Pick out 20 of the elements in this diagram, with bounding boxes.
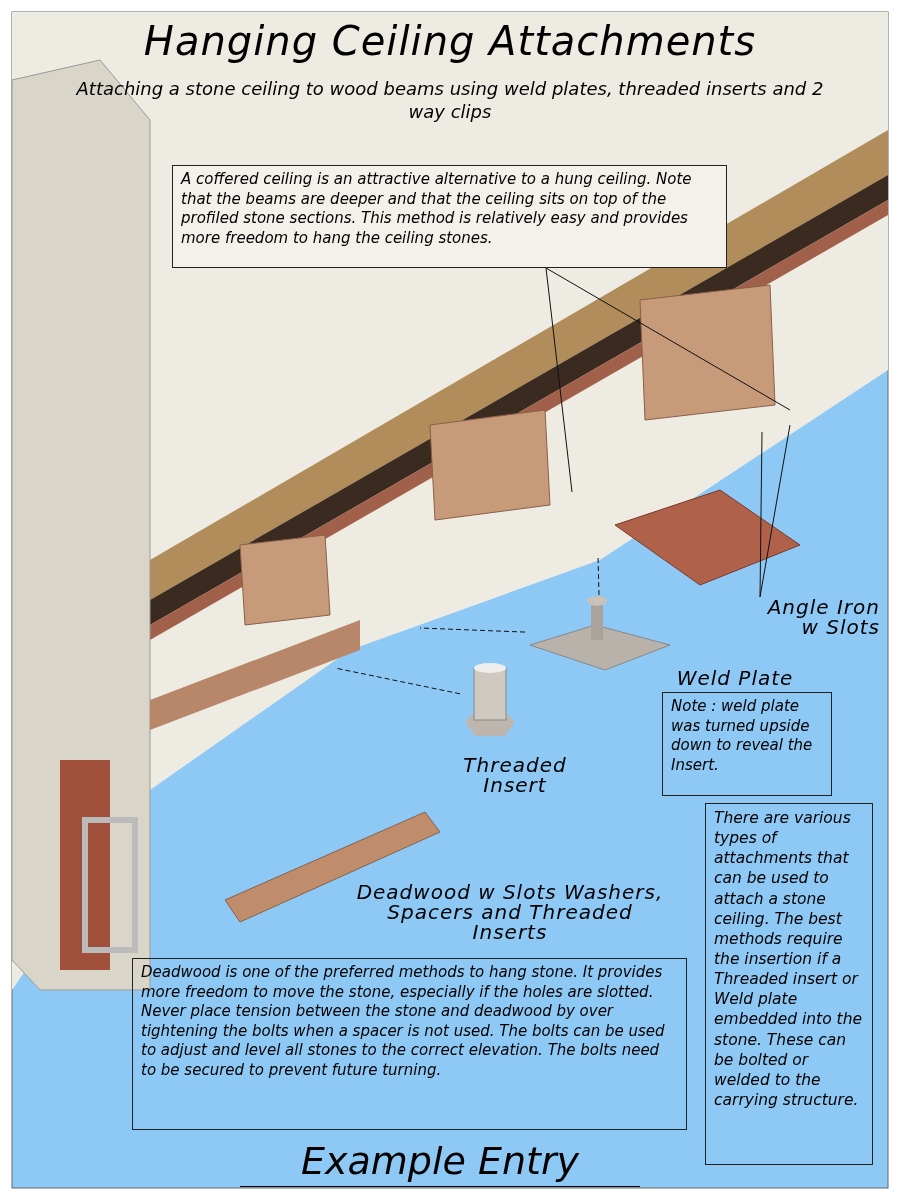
part-label: Weld Plate [660,668,810,694]
callout-text: There are various types of attachments that can be used to attach a stone ceiling. The best methods require the insertion if a Threaded insert or Weld plate embedded into the stone. These can be bolted or welded to the carrying structure. [714,808,864,1111]
leader-line [759,431,763,598]
callout-box [132,958,687,1130]
callout-text: A coffered ceiling is an attractive alternative to a hung ceiling. Note that the beams are deeper and that the ceiling sits on top of the profiled stone sections. This method is relatively easy and provides more freedom to hang the ceiling stones. [181,170,693,248]
part-label: Deadwood w Slots Washers, Spacers and Threaded Inserts [350,882,670,942]
leader-line [545,267,573,493]
leader-line [759,424,791,598]
part-label: Angle Iron w Slots [745,597,880,657]
callout-box [705,803,873,1165]
callout-box [172,165,727,268]
leader-line [419,627,526,633]
diagram-title: Hanging Ceiling Attachments [142,18,758,64]
note-box [662,692,832,796]
footer-heading: Example Entry [240,1138,640,1187]
subtitle: Attaching a stone ceiling to wood beams using weld plates, threaded inserts and 2 way clips [74,78,825,123]
leader-line [545,267,791,411]
callout-text: Deadwood is one of the preferred methods to hang stone. It provides more freedom to move the stone, especially if the holes are slotted. Never place tension between the stone and deadwood by over tightening the bolts when a spacer is not used. The bolts can be used to adjust and level all stones to the correct elevation. The bolts need to be secured to prevent future turning. [141,963,666,1080]
note-text: Note : weld plate was turned upside down to reveal the Insert. [671,697,814,775]
part-label: Threaded Insert [440,755,590,797]
